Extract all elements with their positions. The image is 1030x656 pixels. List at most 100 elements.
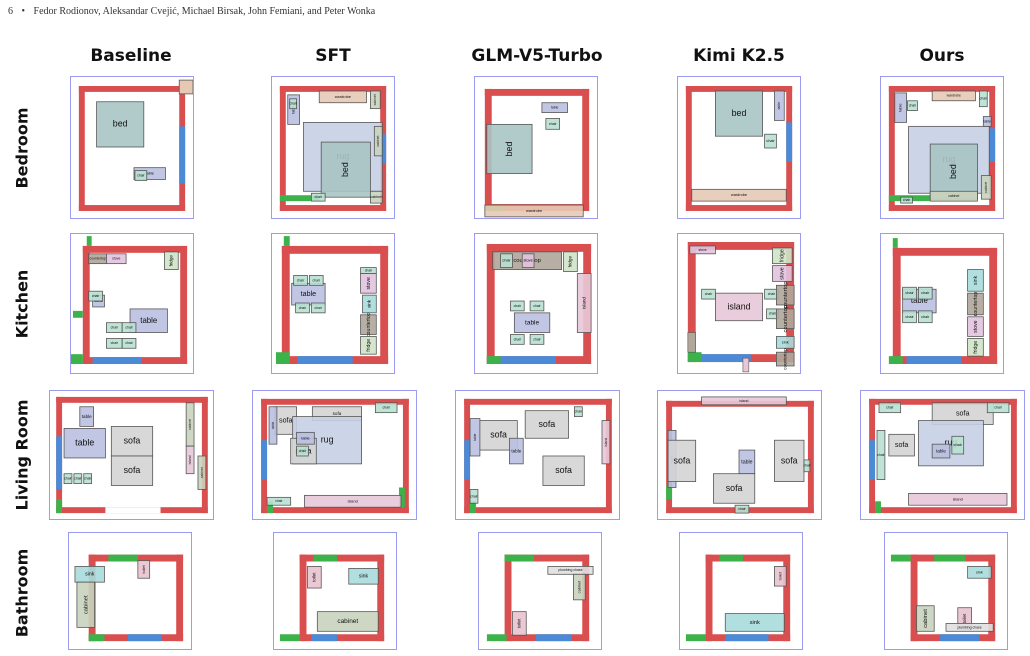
furniture-sink: sink xyxy=(724,613,785,632)
furniture-stove: stove xyxy=(689,245,716,255)
furniture-shape xyxy=(689,245,716,255)
wall-segment xyxy=(582,554,590,642)
furniture-island: island xyxy=(714,292,764,322)
furniture-label: chair xyxy=(803,464,811,468)
wall-segment xyxy=(685,86,692,211)
furniture-chair: chair xyxy=(510,334,525,345)
furniture-label: stove xyxy=(973,320,979,333)
furniture-cabinet: cabinet xyxy=(373,125,383,157)
furniture-chair: chair xyxy=(500,253,513,268)
furniture-shape xyxy=(133,167,166,180)
window xyxy=(297,356,353,365)
furniture-label: chair xyxy=(313,278,321,282)
furniture-shape xyxy=(310,302,326,314)
furniture-shape xyxy=(373,125,383,157)
furniture-label: table xyxy=(898,103,903,111)
furniture-label: toilet xyxy=(777,571,782,580)
wall-segment xyxy=(82,245,90,365)
furniture-toilet: toilet xyxy=(137,560,151,579)
furniture-cabinet: cabinet xyxy=(573,573,586,601)
page-number: 6 xyxy=(8,6,13,17)
furniture-label: fridge xyxy=(973,341,979,354)
window xyxy=(786,122,793,162)
furniture-sofa: sofa xyxy=(888,433,915,457)
bedroom-ours: wardrobetablechairrugbedchaircabinettabl… xyxy=(880,76,1004,219)
furniture-label: sofa xyxy=(726,483,743,493)
furniture-label: chair xyxy=(64,477,72,481)
furniture-chair: chair xyxy=(106,322,123,333)
furniture-chair: chair xyxy=(469,489,479,504)
furniture-stove xyxy=(742,357,750,373)
furniture-shape xyxy=(374,402,398,414)
furniture-shape xyxy=(724,613,785,632)
door xyxy=(267,501,273,514)
furniture-label: countertop xyxy=(782,348,787,370)
furniture-shape xyxy=(929,190,978,202)
wall-segment xyxy=(783,554,791,642)
furniture-island: island xyxy=(185,445,195,475)
furniture-shape xyxy=(701,288,716,300)
living-kimi-plan: islandtablesofasofatablesofachairchair xyxy=(666,396,814,514)
furniture-shape xyxy=(967,269,984,292)
furniture-sofa: sofa xyxy=(110,455,154,486)
furniture-counter: countertop xyxy=(775,305,795,333)
furniture-shape xyxy=(76,581,96,628)
furniture-sink: sink xyxy=(74,566,105,583)
window xyxy=(536,634,572,642)
furniture-label: chair xyxy=(909,104,917,108)
furniture-chair: chair xyxy=(902,310,917,324)
furniture-stove: stove xyxy=(360,273,377,294)
furniture-label: cabinet xyxy=(376,136,380,147)
furniture-label: countertop xyxy=(973,292,979,317)
furniture-label: chair xyxy=(877,453,885,457)
furniture-shape xyxy=(63,473,73,484)
furniture-shape xyxy=(304,494,402,508)
wall-segment xyxy=(705,554,713,642)
furniture-label: bed xyxy=(340,162,350,177)
furniture-bed: bed xyxy=(714,90,764,137)
furniture-shape xyxy=(307,566,322,589)
furniture-wardrobe: wardrobe xyxy=(691,188,787,202)
furniture-label: table xyxy=(551,106,559,110)
furniture-cabinet: cabinet xyxy=(916,605,935,632)
furniture-label: sofa xyxy=(781,455,798,465)
furniture-shape xyxy=(509,437,524,465)
wall-segment xyxy=(687,242,696,363)
row-label-text: Bathroom xyxy=(12,548,32,638)
furniture-counter: countertop xyxy=(775,348,795,370)
wall-segment xyxy=(380,245,389,365)
wall-segment xyxy=(869,507,1017,514)
furniture-chair: chair xyxy=(83,473,92,484)
furniture-wardrobe: wardrobe xyxy=(931,90,976,102)
furniture-label: table xyxy=(911,296,928,305)
furniture-chair: chair xyxy=(529,334,545,345)
door xyxy=(486,356,501,365)
furniture-chair: chair xyxy=(907,100,918,111)
window xyxy=(701,354,751,363)
furniture-wardrobe: wardrobe xyxy=(318,90,367,104)
furniture-label: table xyxy=(301,435,309,440)
furniture-stove: stove xyxy=(106,253,127,265)
furniture-island: island xyxy=(304,494,402,508)
furniture-shape xyxy=(878,402,902,414)
wall-segment xyxy=(685,205,793,211)
living-sft-plan: sofasofarugsofatablechairchairtableislan… xyxy=(261,398,409,514)
door xyxy=(890,554,911,562)
furniture-counter: countertop xyxy=(360,312,377,337)
furniture-label: fridge xyxy=(780,249,786,262)
living-ours-plan: chairsofachairrugsofatablechairislandcha… xyxy=(869,398,1017,514)
furniture-label: fridge xyxy=(568,256,573,268)
furniture-label: chair xyxy=(905,314,914,319)
furniture-shape xyxy=(360,336,377,355)
furniture-label: cabinet xyxy=(337,618,358,625)
furniture-shape xyxy=(667,439,697,482)
furniture-shape xyxy=(775,308,795,329)
window xyxy=(725,634,769,642)
furniture-sink: sink xyxy=(775,336,795,349)
